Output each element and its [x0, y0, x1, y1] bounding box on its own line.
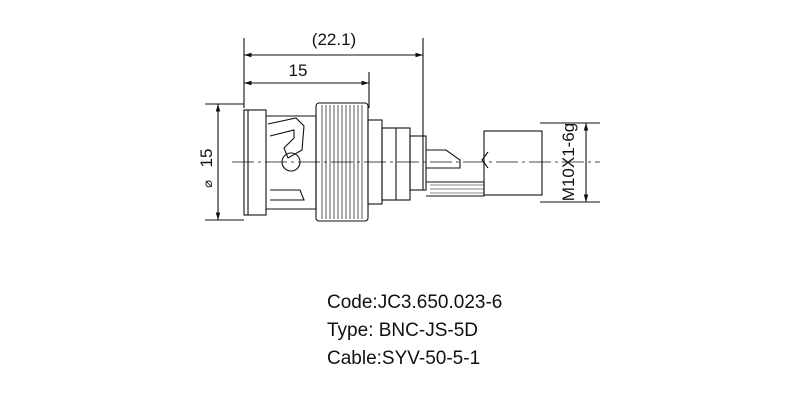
diameter-symbol: ⌀ — [200, 180, 215, 188]
dim-overall-length: (22.1) — [312, 30, 356, 49]
bayonet-pin — [281, 152, 301, 172]
bayonet-face — [243, 109, 267, 216]
bayonet-slot — [267, 117, 305, 159]
sleeve-hatching — [430, 184, 484, 194]
contact-pin — [426, 149, 461, 169]
knurl-lines — [321, 105, 363, 219]
spec-code: Code:JC3.650.023-6 — [327, 292, 503, 313]
dim-diameter-group: ⌀ 15 — [197, 149, 216, 188]
spec-type: Type: BNC-JS-5D — [327, 320, 478, 341]
bayonet-slot-lower — [270, 189, 305, 201]
dim-body-length: 15 — [289, 61, 308, 80]
spec-cable: Cable:SYV-50-5-1 — [327, 348, 481, 369]
dim-thread: M10X1-6g — [559, 123, 578, 201]
cable-break — [481, 151, 489, 169]
rear-ring — [409, 135, 427, 191]
bayonet-sleeve — [266, 115, 317, 210]
dim-diameter: 15 — [197, 149, 216, 168]
cable-jacket — [483, 130, 543, 196]
